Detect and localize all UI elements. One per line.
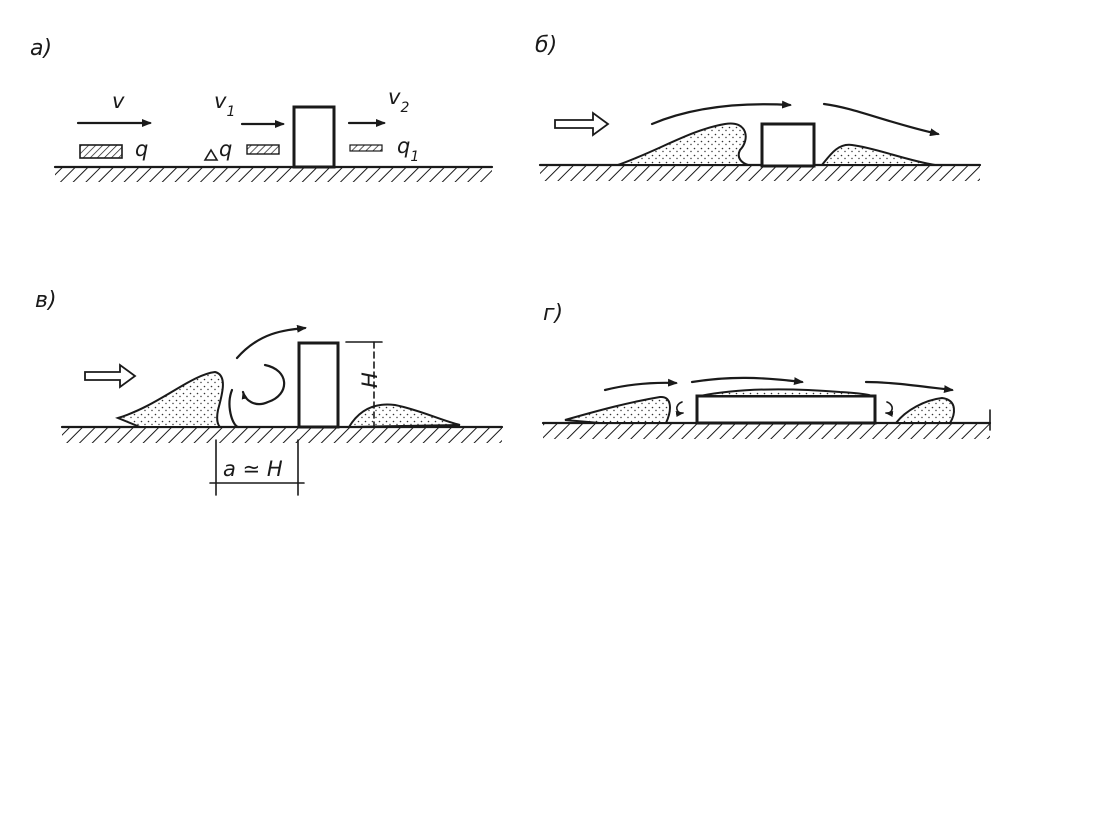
- panel-b-label: б): [535, 33, 557, 58]
- flux-delta-q-symbol: [246, 144, 280, 155]
- ground-hatch-b: [540, 165, 980, 181]
- ground-hatch-a: [55, 167, 492, 182]
- ground-hatch-v: [62, 427, 502, 443]
- velocity-v1-label: v1: [214, 89, 235, 120]
- streamline-g-1: [603, 378, 678, 392]
- velocity-v2-label: v2: [388, 85, 409, 116]
- panel-b: б): [535, 33, 982, 181]
- eddy-right-g: [885, 401, 894, 417]
- barrier-a: [292, 105, 336, 169]
- drift-top-g: [699, 388, 873, 397]
- eddy-curve-v-1: [228, 388, 240, 429]
- eddy-left-g: [675, 401, 684, 417]
- drift-leeward-b: [819, 143, 936, 166]
- panel-v-label: в): [35, 288, 57, 313]
- streamline-g-3: [864, 380, 954, 394]
- panel-v: в) H a ≃ H: [35, 288, 504, 496]
- flux-q-symbol: [79, 144, 123, 159]
- panel-g: г): [541, 301, 992, 439]
- panel-a: а) v q v1 q v2 q1: [30, 36, 494, 182]
- drift-windward-v: [115, 370, 224, 428]
- drift-leeward-v: [347, 403, 461, 429]
- drift-windward-b: [617, 122, 749, 166]
- flux-q1-label: q1: [397, 134, 419, 165]
- delta-symbol: [203, 148, 219, 161]
- panel-g-label: г): [543, 301, 563, 326]
- flux-delta-q-label: q: [219, 137, 232, 161]
- streamline-b-2: [822, 102, 940, 137]
- wind-direction-arrow-v: [84, 363, 137, 389]
- eddy-arrow-up-v: [235, 324, 307, 360]
- drift-windward-g: [564, 395, 671, 424]
- barrier-v: [297, 341, 340, 429]
- flux-q1-symbol: [349, 144, 383, 152]
- distance-label: a ≃ H: [223, 457, 283, 481]
- eddy-vortex-v: [241, 363, 286, 406]
- wind-direction-arrow-b: [554, 111, 610, 137]
- panel-a-label: а): [30, 36, 52, 61]
- barrier-g: [695, 394, 877, 425]
- flux-q-label: q: [135, 137, 148, 161]
- streamline-b-1: [650, 100, 792, 126]
- height-label: H: [358, 372, 382, 388]
- streamline-g-2: [690, 376, 804, 386]
- drift-leeward-g: [893, 396, 955, 424]
- ground-hatch-g: [543, 423, 990, 439]
- velocity-v-label: v: [112, 89, 125, 113]
- barrier-b: [760, 122, 816, 168]
